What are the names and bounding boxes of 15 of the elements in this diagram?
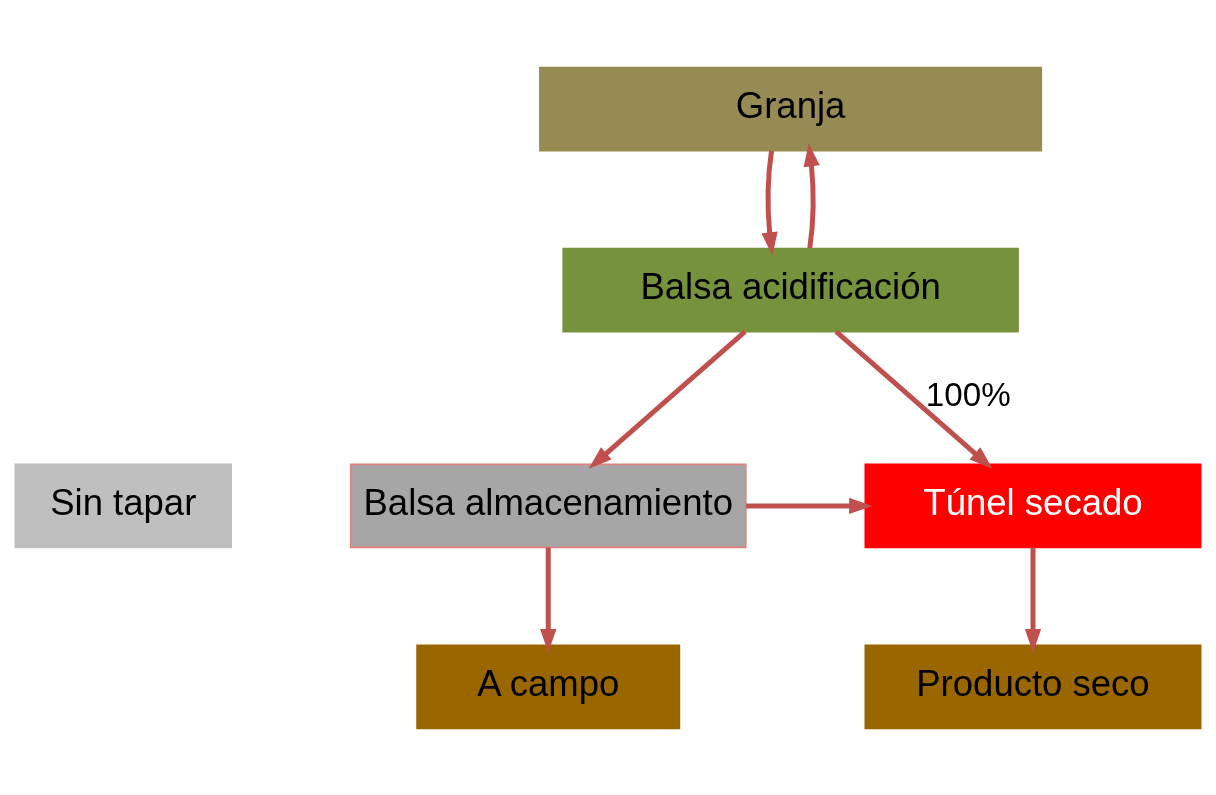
arrow: [834, 329, 993, 469]
node-box: Producto seco: [864, 644, 1202, 729]
node-box: Sin tapar: [14, 463, 232, 548]
node-box: A campo: [416, 644, 681, 729]
arrow: [1024, 546, 1042, 652]
arrow: [540, 546, 557, 652]
node-box: Balsa acidificación: [562, 247, 1019, 332]
arrow: [803, 142, 820, 248]
node-box: Túnel secado: [864, 463, 1202, 548]
arrow: [746, 497, 873, 514]
arrow: [761, 149, 778, 256]
arrow: [588, 329, 747, 469]
node-box: Balsa almacenamiento: [349, 463, 747, 548]
node-box: Granja: [539, 66, 1043, 151]
edge-label: 100%: [925, 375, 1011, 413]
